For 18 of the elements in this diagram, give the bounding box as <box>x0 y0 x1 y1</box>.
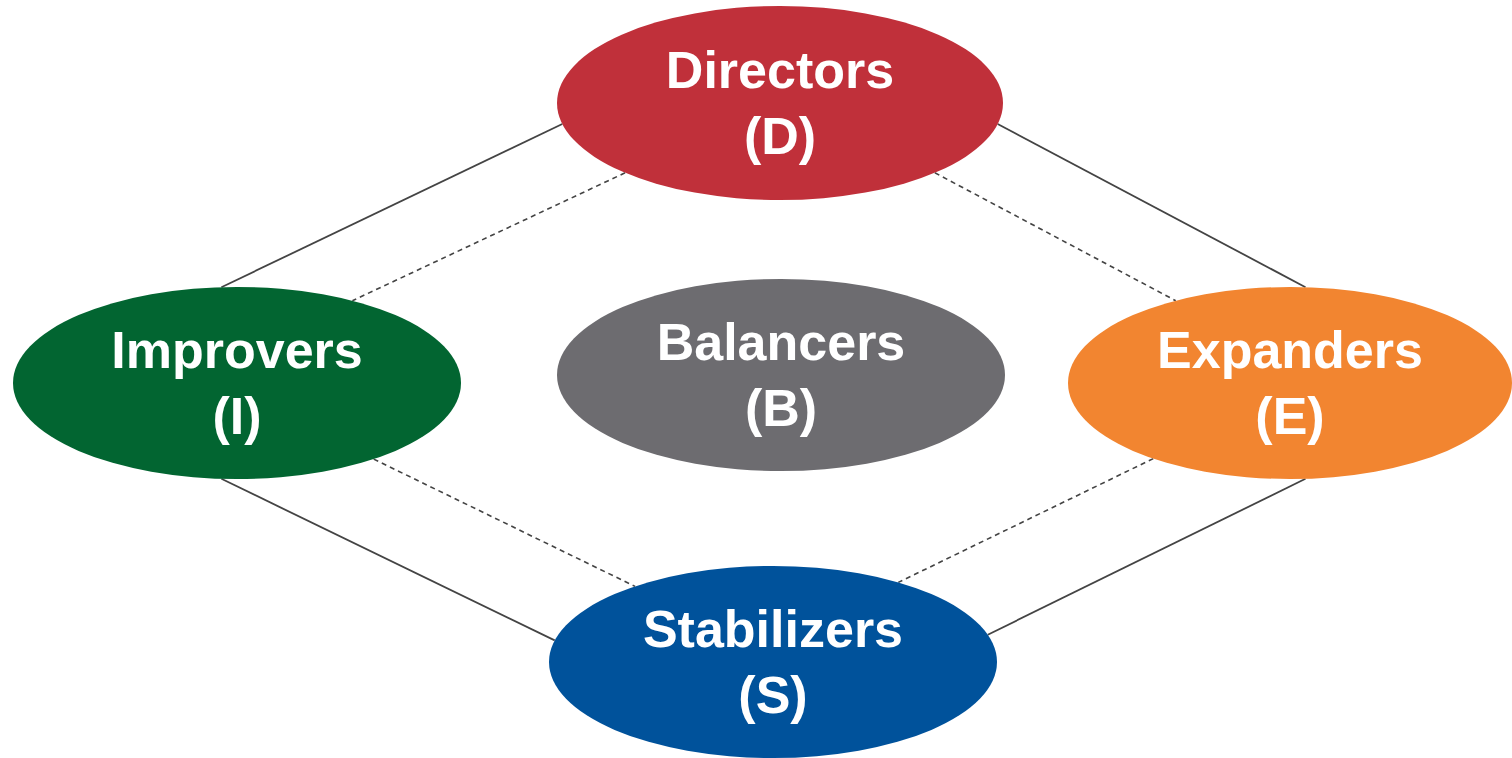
connector-line <box>220 477 556 642</box>
node-abbreviation: (I) <box>212 386 262 447</box>
dashed-connector <box>897 457 1155 584</box>
node-title: Expanders <box>1157 320 1423 381</box>
dashed-connector <box>372 458 636 588</box>
node-title: Improvers <box>111 320 363 381</box>
node-abbreviation: (D) <box>743 106 817 167</box>
dashed-connector <box>934 172 1177 302</box>
node-abbreviation: (B) <box>744 378 818 439</box>
node-title: Directors <box>665 40 895 101</box>
connector-line <box>986 477 1307 636</box>
node-title: Stabilizers <box>642 599 904 660</box>
connector-line <box>220 123 564 289</box>
node-abbreviation: (S) <box>738 665 808 726</box>
dashed-connector <box>351 172 626 302</box>
connector-line <box>996 123 1307 289</box>
node-abbreviation: (E) <box>1255 386 1325 447</box>
node-title: Balancers <box>656 312 906 373</box>
